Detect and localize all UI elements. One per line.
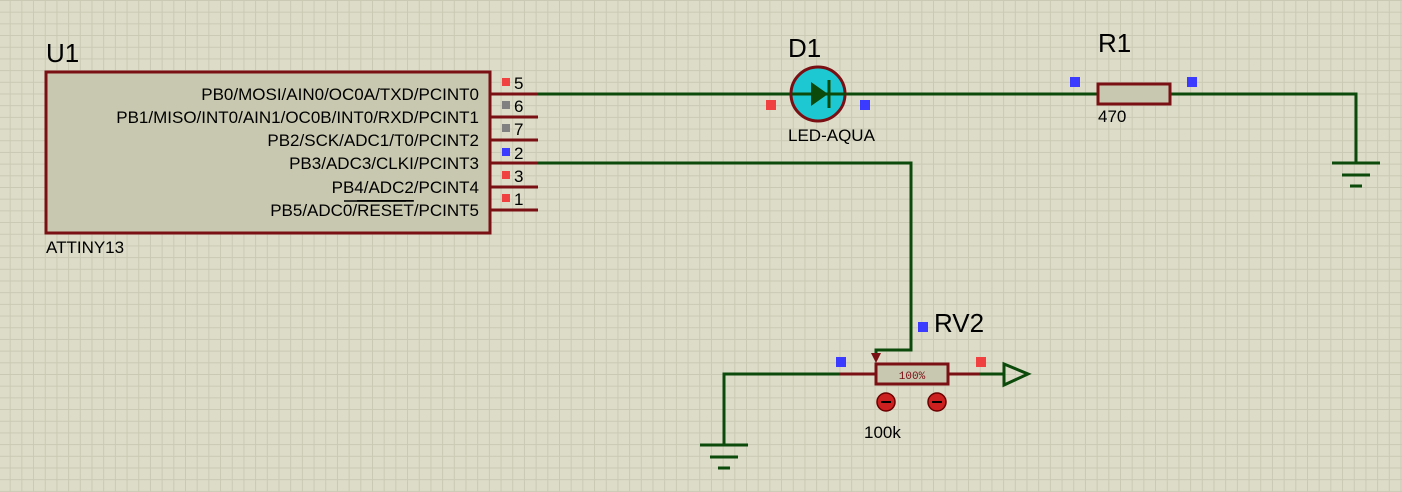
rv2-value-label: 100k (864, 423, 901, 442)
potentiometer-icon[interactable] (874, 362, 950, 386)
wire-rv2-to-ground[interactable] (722, 372, 876, 444)
r1-resistor[interactable]: R1 470 (1070, 28, 1197, 126)
u1-pin-stubs (490, 92, 538, 212)
output-terminal-icon[interactable] (1002, 361, 1032, 388)
rv2-position-label: 100% (899, 371, 926, 383)
u1-pin-name-pb5: PB5/ADC0/RESET/PCINT5 (270, 201, 479, 220)
u1-pin-num-2: 2 (514, 144, 523, 163)
u1-body[interactable] (44, 70, 492, 235)
d1-ref-label: D1 (788, 33, 821, 63)
u1-pin-name-pb4: PB4/ADC2/PCINT4 (332, 178, 479, 197)
rv2-ref-label: RV2 (934, 308, 984, 338)
wire-pb3-to-rv2-wiper[interactable] (538, 161, 913, 360)
pin-state-marker (1187, 77, 1197, 87)
pin-state-marker (860, 100, 870, 110)
pin-state-marker (918, 322, 928, 332)
u1-pin-num-6: 6 (514, 97, 523, 116)
wire-r1-to-ground[interactable] (1170, 92, 1358, 162)
pin-state-marker (502, 148, 510, 156)
u1-part-label: ATTINY13 (46, 238, 124, 257)
pin-state-marker (502, 101, 510, 109)
u1-pin-name-pb0: PB0/MOSI/AIN0/OC0A/TXD/PCINT0 (201, 85, 479, 104)
u1-microcontroller[interactable]: U1 ATTINY13 PB0/MOSI/AIN0/OC0A/TXD/PCINT… (44, 38, 538, 257)
pin-state-marker (766, 100, 776, 110)
pin-state-marker (502, 194, 510, 202)
u1-pin-name-pb3: PB3/ADC3/CLKI/PCINT3 (289, 154, 479, 173)
ground-symbol-icon[interactable] (700, 443, 748, 470)
u1-pin-num-5: 5 (514, 74, 523, 93)
pin-state-marker (502, 171, 510, 179)
decrease-button[interactable] (876, 392, 896, 412)
r1-ref-label: R1 (1098, 28, 1131, 58)
u1-pin-num-7: 7 (514, 120, 523, 139)
u1-pin-num-3: 3 (514, 167, 523, 186)
wiper-arrow-icon (871, 353, 881, 363)
d1-part-label: LED-AQUA (788, 126, 876, 145)
reset-overline-text: RESET (357, 201, 414, 220)
pin-state-marker (976, 357, 986, 367)
pin-state-marker (502, 124, 510, 132)
u1-pin-name-pb1: PB1/MISO/INT0/AIN1/OC0B/INT0/RXD/PCINT1 (116, 108, 479, 127)
increase-button[interactable] (927, 392, 947, 412)
pin-state-marker (836, 357, 846, 367)
diode-triangle-icon (811, 82, 828, 106)
pin-state-marker (1070, 77, 1080, 87)
u1-pin-name-pb2: PB2/SCK/ADC1/T0/PCINT2 (267, 131, 479, 150)
wires (538, 92, 1358, 444)
ground-symbol-icon[interactable] (1332, 161, 1380, 188)
u1-ref-label: U1 (46, 38, 79, 68)
resistor-icon[interactable] (1096, 82, 1172, 106)
d1-led[interactable]: D1 LED-AQUA (766, 33, 876, 145)
r1-value-label: 470 (1098, 107, 1126, 126)
u1-pin-num-1: 1 (514, 190, 523, 209)
pin-state-marker (502, 78, 510, 86)
rv2-potentiometer[interactable]: RV2 100% 100k (836, 308, 986, 442)
